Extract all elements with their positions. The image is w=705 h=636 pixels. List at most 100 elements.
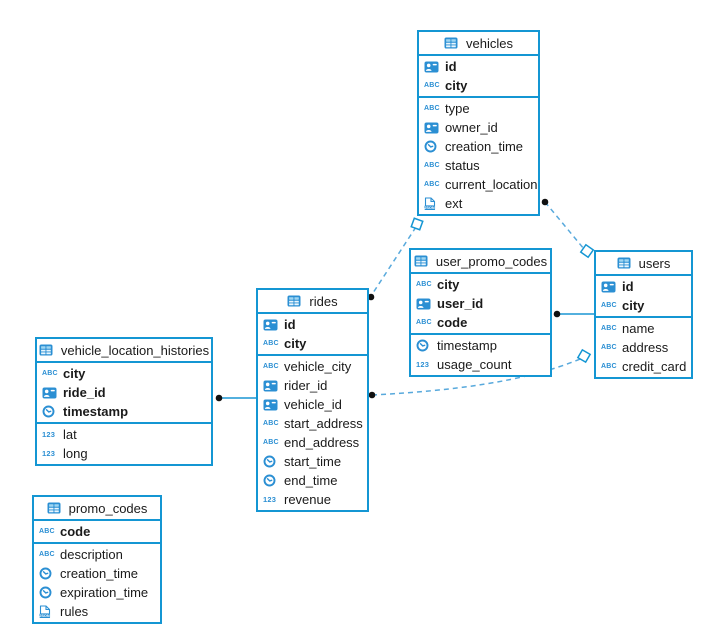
id-card-icon — [601, 281, 618, 293]
field-row-id[interactable]: id — [419, 57, 538, 76]
clock-icon — [424, 140, 441, 153]
abc-icon: ABC — [601, 325, 617, 332]
number-icon: 123 — [263, 495, 277, 504]
abc-icon: ABC — [416, 319, 432, 326]
field-name: revenue — [284, 492, 331, 507]
clock-icon — [416, 339, 433, 352]
table-title: promo_codes — [68, 500, 148, 516]
json-icon: JSON — [424, 196, 441, 211]
field-name: city — [622, 298, 645, 313]
table-icon — [414, 255, 431, 267]
abc-icon: ABC — [601, 363, 617, 370]
field-name: credit_card — [622, 359, 687, 374]
field-name: code — [60, 524, 91, 539]
id-card-icon — [263, 380, 280, 392]
field-row-user_id[interactable]: user_id — [411, 294, 550, 313]
field-name: timestamp — [437, 338, 497, 353]
relationship-vehicles-rides[interactable] — [370, 226, 417, 297]
field-row-owner_id[interactable]: owner_id — [419, 118, 538, 137]
field-row-expiration_time[interactable]: expiration_time — [34, 583, 160, 602]
table-title: user_promo_codes — [435, 253, 548, 269]
field-name: type — [445, 101, 470, 116]
field-row-creation_time[interactable]: creation_time — [34, 564, 160, 583]
relationship-vehicles-users[interactable] — [544, 201, 585, 250]
field-name: end_time — [284, 473, 338, 488]
field-row-rider_id[interactable]: rider_id — [258, 376, 367, 395]
id-card-icon — [263, 399, 280, 411]
table-header[interactable]: rides — [258, 290, 367, 314]
abc-icon: ABC — [601, 302, 617, 309]
table-icon — [287, 295, 304, 307]
field-row-id[interactable]: id — [258, 315, 367, 334]
field-name: id — [622, 279, 634, 294]
relationship-endpoint-dot — [553, 310, 561, 318]
field-row-revenue[interactable]: 123 revenue — [258, 490, 367, 509]
field-row-end_time[interactable]: end_time — [258, 471, 367, 490]
abc-icon: ABC — [601, 344, 617, 351]
clock-icon — [39, 567, 56, 580]
field-row-timestamp[interactable]: timestamp — [411, 336, 550, 355]
field-row-start_time[interactable]: start_time — [258, 452, 367, 471]
field-name: city — [63, 366, 86, 381]
field-row-usage_count[interactable]: 123 usage_count — [411, 355, 550, 374]
table-header[interactable]: user_promo_codes — [411, 250, 550, 274]
field-name: rules — [60, 604, 89, 619]
field-name: vehicle_id — [284, 397, 342, 412]
field-row-id[interactable]: id — [596, 277, 691, 296]
fields-section: timestamp 123 usage_count — [411, 335, 550, 375]
abc-icon: ABC — [263, 340, 279, 347]
abc-icon: ABC — [424, 162, 440, 169]
field-row-ride_id[interactable]: ride_id — [37, 383, 211, 402]
clock-icon — [263, 474, 280, 487]
table-header[interactable]: promo_codes — [34, 497, 160, 521]
number-icon: 123 — [42, 430, 56, 439]
table-header[interactable]: users — [596, 252, 691, 276]
table-header[interactable]: vehicles — [419, 32, 538, 56]
field-row-timestamp[interactable]: timestamp — [37, 402, 211, 421]
table-header[interactable]: vehicle_location_histories — [37, 339, 211, 363]
number-icon: 123 — [416, 360, 430, 369]
field-name: usage_count — [437, 357, 512, 372]
relationship-endpoint-dot — [368, 391, 376, 399]
field-row-city[interactable]: ABC city — [596, 296, 691, 315]
field-name: creation_time — [60, 566, 139, 581]
relationship-endpoint-square — [579, 243, 595, 259]
relationship-rides-users[interactable] — [371, 358, 581, 396]
field-row-creation_time[interactable]: creation_time — [419, 137, 538, 156]
table-title: vehicles — [466, 35, 513, 51]
relationship-endpoint-square — [576, 348, 592, 364]
field-row-vehicle_id[interactable]: vehicle_id — [258, 395, 367, 414]
field-row-credit_card[interactable]: ABC credit_card — [596, 357, 691, 376]
table-title: users — [638, 255, 671, 271]
